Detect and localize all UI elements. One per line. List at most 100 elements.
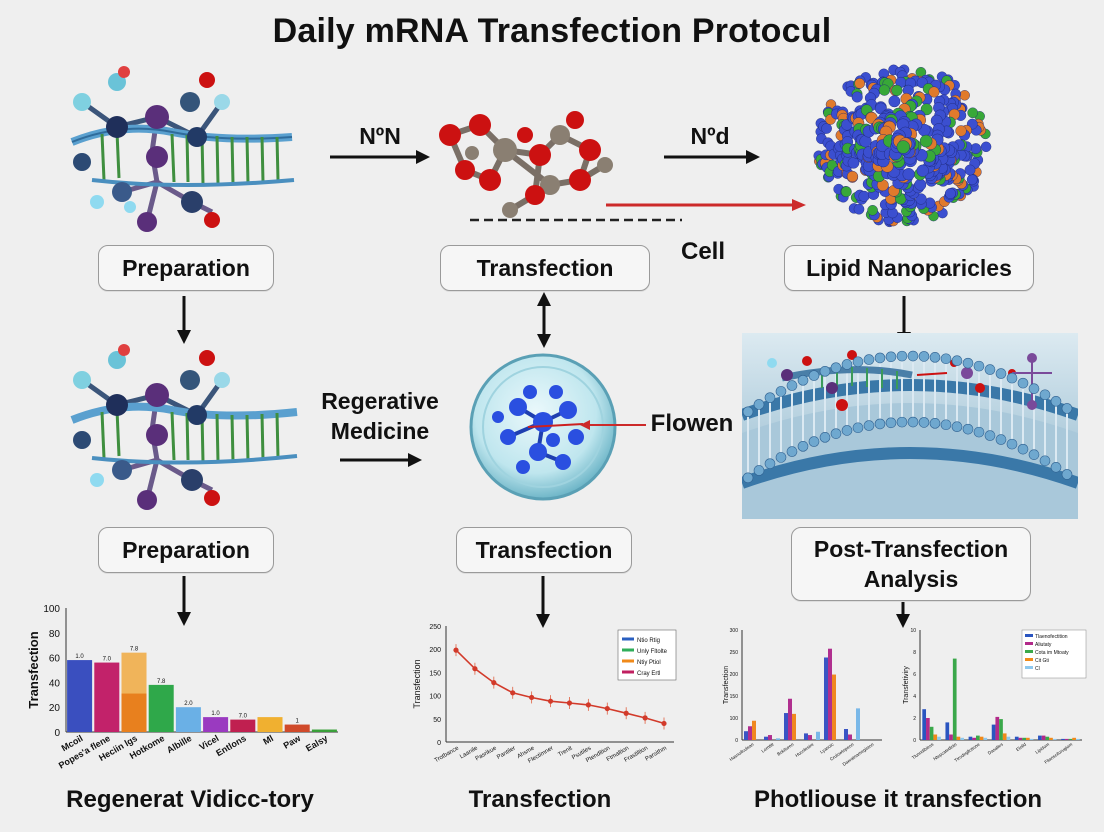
- x-tick-label: Trotbance: [434, 745, 461, 764]
- x-tick-label: Lyanoic: [819, 741, 835, 754]
- y-tick-label: 50: [433, 717, 441, 724]
- legend-label: Cit Gti: [1035, 658, 1049, 664]
- membrane-head: [863, 354, 875, 365]
- arrow-label-2: Nºd: [690, 123, 730, 149]
- bar: [1075, 738, 1080, 740]
- bar: [764, 736, 768, 740]
- x-tick-label: Albille: [165, 733, 193, 755]
- membrane-head: [1006, 438, 1018, 450]
- bar: [956, 736, 961, 740]
- legend-label: Aliutaty: [1035, 642, 1052, 648]
- membrane-head: [984, 364, 996, 375]
- bar: [1068, 738, 1073, 740]
- x-tick-label: Entlons: [214, 733, 248, 758]
- membrane-head: [742, 472, 754, 484]
- nanoparticle-lipid: [928, 86, 940, 98]
- nanoparticle-lipid: [944, 188, 956, 199]
- bar: [824, 657, 828, 740]
- membrane-head: [830, 428, 842, 439]
- y-tick-label: 60: [49, 654, 61, 665]
- step-label-preparation-2: Preparation: [98, 527, 274, 573]
- membrane-head: [1017, 443, 1029, 455]
- x-tick-label: Ml: [261, 733, 275, 747]
- nanoparticle-lipid: [858, 190, 870, 202]
- caption-1: Regenerat Vidicc-tory: [66, 786, 314, 813]
- y-tick-label: 40: [49, 678, 61, 689]
- bar: [752, 720, 756, 740]
- bar: [945, 722, 950, 740]
- bar: [1002, 733, 1007, 740]
- data-label: 7.8: [130, 647, 139, 653]
- bar: [816, 731, 820, 740]
- nanoparticle-lipid: [902, 168, 915, 181]
- y-axis-label: Transfetiviry: [903, 666, 910, 704]
- nanoparticle-lipid: [847, 157, 860, 169]
- membrane-head: [764, 392, 776, 403]
- bar: [1072, 737, 1076, 740]
- data-label: 7.8: [157, 679, 166, 685]
- membrane-head: [940, 353, 952, 365]
- y-tick-label: 4: [913, 694, 916, 700]
- arrow-updown-icon: [537, 292, 551, 348]
- y-tick-label: 100: [429, 694, 441, 701]
- bar: [768, 735, 772, 740]
- membrane-head: [951, 355, 963, 366]
- data-point: [585, 702, 591, 708]
- nanoparticle-lipid: [967, 107, 978, 119]
- data-point: [547, 698, 554, 704]
- legend-label: Cray Ertl: [637, 671, 660, 677]
- nanoparticle-lipid: [867, 204, 878, 216]
- x-tick-label: Dasalies: [987, 741, 1005, 755]
- membrane-head: [951, 421, 963, 432]
- membrane-head: [764, 458, 776, 469]
- bar: [1025, 737, 1030, 740]
- arrow-label-1: NºN: [359, 123, 401, 149]
- data-label: 7.0: [239, 714, 248, 720]
- membrane-head: [742, 406, 754, 418]
- y-tick-label: 10: [910, 628, 916, 634]
- bar: [926, 718, 930, 740]
- nanoparticle-lipid: [853, 203, 865, 215]
- bar: [983, 737, 988, 740]
- legend-label: Ntiy Ptiol: [637, 660, 661, 666]
- membrane-head: [819, 366, 831, 377]
- bar: [67, 660, 93, 732]
- membrane-head: [1006, 372, 1018, 384]
- legend-label: Tlaenofectition: [1035, 634, 1068, 640]
- x-tick-label: Ttrodegllcttone: [953, 741, 981, 762]
- legend-box: [1021, 629, 1087, 679]
- y-tick-label: 200: [730, 672, 739, 678]
- membrane-head: [940, 419, 952, 431]
- bar: [828, 648, 832, 740]
- y-tick-label: 80: [49, 629, 61, 640]
- x-tick-label: Paw: [282, 733, 303, 751]
- data-label: 1.0: [75, 654, 84, 660]
- membrane-head: [1028, 449, 1040, 460]
- bar: [94, 662, 120, 732]
- bar: [744, 731, 748, 740]
- bar: [929, 726, 934, 740]
- membrane-head: [918, 351, 930, 362]
- x-tick-label: Pantiler: [496, 746, 517, 761]
- legend-swatch: [1025, 658, 1033, 661]
- caption-2: Transfection: [468, 786, 612, 813]
- membrane-head: [929, 418, 941, 429]
- data-point: [566, 700, 573, 706]
- bar: [976, 735, 980, 740]
- nanoparticle-lipid: [955, 125, 967, 137]
- arrow-down-icon: [536, 576, 550, 628]
- step-label-lipid-nanoparticles: Lipid Nanoparicles: [784, 245, 1034, 291]
- x-tick-label: Hasnoilculean: [729, 741, 755, 762]
- y-axis-label: Transfection: [412, 659, 422, 708]
- y-axis-label: Transfection: [723, 666, 730, 704]
- step-label-transfection: Transfection: [440, 245, 650, 291]
- bar: [284, 724, 310, 732]
- membrane-head: [896, 416, 908, 428]
- data-point: [642, 715, 648, 721]
- arrow-right-icon: [330, 150, 430, 164]
- bar: [804, 733, 808, 740]
- x-tick-label: Bokituren: [776, 741, 795, 756]
- membrane-head: [753, 465, 765, 476]
- nanoparticle-lipid: [914, 178, 927, 191]
- membrane-head: [973, 360, 985, 372]
